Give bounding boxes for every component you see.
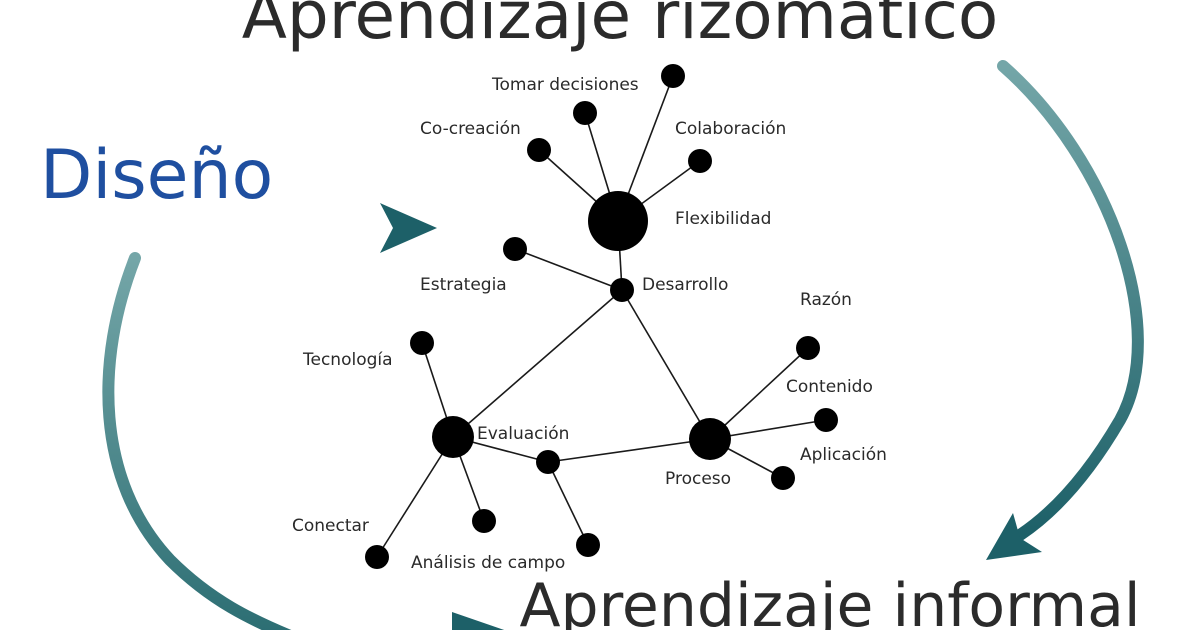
- left-curve-arrow: [102, 252, 292, 630]
- edge: [621, 289, 711, 440]
- node-tomar: [661, 64, 685, 88]
- edge: [547, 438, 711, 463]
- left-curve-arrow-head: [452, 612, 505, 630]
- node-contenido: [814, 408, 838, 432]
- node-evaluacion: [432, 416, 474, 458]
- label-colaboracion: Colaboración: [675, 119, 786, 139]
- node-colaboracion: [688, 149, 712, 173]
- label-tecnologia: Tecnología: [302, 350, 393, 370]
- right-curve-arrow: [997, 60, 1144, 541]
- label-proceso: Proceso: [665, 469, 731, 489]
- label-analisis: Análisis de campo: [411, 553, 565, 573]
- node-middle: [536, 450, 560, 474]
- node-analisis-a: [472, 509, 496, 533]
- arrows: [102, 60, 1144, 630]
- label-razon: Razón: [800, 290, 852, 310]
- node-top-small: [573, 101, 597, 125]
- bottom-title: Aprendizaje informal: [519, 571, 1140, 630]
- label-cocreacion: Co-creación: [420, 119, 521, 139]
- node-analisis-b: [576, 533, 600, 557]
- node-flexibilidad: [588, 191, 648, 251]
- nodes: [365, 64, 838, 569]
- edge: [547, 461, 589, 546]
- edge: [514, 248, 623, 291]
- label-estrategia: Estrategia: [420, 275, 507, 295]
- left-title: Diseño: [40, 136, 273, 215]
- node-desarrollo: [610, 278, 634, 302]
- node-estrategia: [503, 237, 527, 261]
- right-curve-arrow-head: [986, 513, 1042, 560]
- design-arrow-head: [380, 203, 437, 253]
- node-razon: [796, 336, 820, 360]
- label-tomar: Tomar decisiones: [491, 75, 639, 95]
- node-cocreacion: [527, 138, 551, 162]
- top-title: Aprendizaje rizomático: [242, 0, 999, 54]
- label-conectar: Conectar: [292, 516, 369, 536]
- label-flexibilidad: Flexibilidad: [675, 209, 771, 229]
- edge: [452, 289, 623, 438]
- label-contenido: Contenido: [786, 377, 873, 397]
- node-labels: Tomar decisiones Co-creación Colaboració…: [292, 75, 887, 573]
- label-evaluacion: Evaluación: [477, 424, 569, 444]
- node-proceso: [689, 418, 731, 460]
- edge: [376, 436, 454, 558]
- node-aplicacion: [771, 466, 795, 490]
- edge: [709, 347, 809, 440]
- node-conectar: [365, 545, 389, 569]
- node-tecnologia: [410, 331, 434, 355]
- label-desarrollo: Desarrollo: [642, 275, 728, 295]
- edges: [376, 75, 827, 558]
- label-aplicacion: Aplicación: [800, 445, 887, 465]
